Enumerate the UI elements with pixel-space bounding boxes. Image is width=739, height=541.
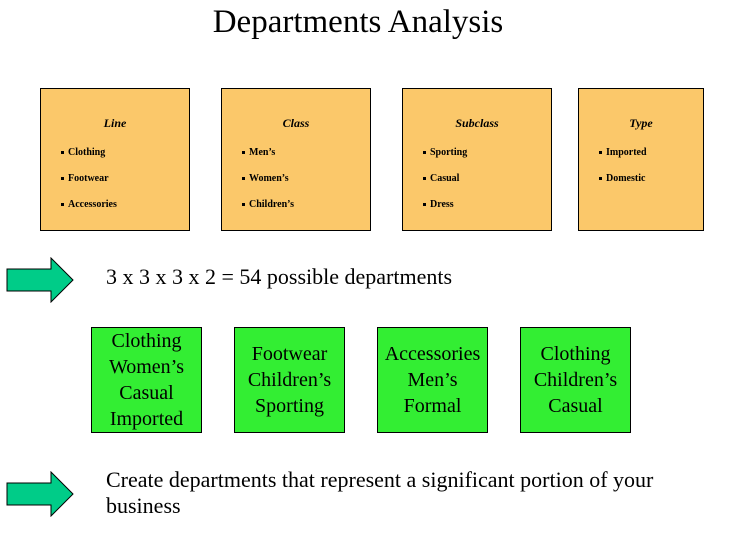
combinations-statement: 3 x 3 x 3 x 2 = 54 possible departments [106, 264, 453, 289]
department-line: Sporting [255, 395, 324, 417]
card-heading: Class [282, 116, 310, 130]
card-item: Women’s [242, 173, 294, 199]
department-line: Imported [109, 408, 184, 430]
card-items: Clothing Footwear Accessories [61, 147, 117, 225]
bullet-icon [242, 203, 245, 207]
card-items: Imported Domestic [599, 147, 647, 199]
card-item: Accessories [61, 199, 117, 225]
department-box: Footwear Children’s Sporting [234, 327, 345, 433]
department-box: Clothing Children’s Casual [520, 327, 631, 433]
department-line: Children’s [247, 369, 332, 391]
attribute-card-subclass: Subclass Sporting Casual Dress [402, 88, 552, 231]
card-item: Clothing [61, 147, 117, 173]
department-line: Footwear [251, 343, 328, 365]
bullet-icon [61, 177, 64, 181]
department-line: Casual [119, 382, 174, 404]
card-items: Sporting Casual Dress [423, 147, 467, 225]
department-box: Accessories Men’s Formal [377, 327, 488, 433]
bullet-icon [599, 177, 602, 181]
card-item: Casual [423, 173, 467, 199]
bullet-icon [242, 177, 245, 181]
department-line: Clothing [540, 343, 611, 365]
department-line: Children’s [533, 369, 618, 391]
bullet-icon [423, 151, 426, 155]
department-line: Accessories [384, 343, 481, 365]
card-item: Children’s [242, 199, 294, 225]
bullet-icon [61, 203, 64, 207]
card-items: Men’s Women’s Children’s [242, 147, 294, 225]
department-line: Clothing [111, 330, 182, 352]
card-heading: Subclass [455, 116, 499, 130]
card-item: Imported [599, 147, 647, 173]
attribute-card-class: Class Men’s Women’s Children’s [221, 88, 371, 231]
arrow-right-icon [6, 471, 74, 517]
bullet-icon [423, 177, 426, 181]
card-item: Sporting [423, 147, 467, 173]
card-heading: Line [103, 116, 127, 130]
arrow-right-icon [6, 257, 74, 303]
department-line: Casual [548, 395, 603, 417]
card-heading: Type [629, 116, 653, 130]
conclusion-statement: Create departments that represent a sign… [106, 467, 654, 518]
card-item: Footwear [61, 173, 117, 199]
card-item: Domestic [599, 173, 647, 199]
card-item: Men’s [242, 147, 294, 173]
bullet-icon [242, 151, 245, 155]
department-box: Clothing Women’s Casual Imported [91, 327, 202, 433]
attribute-card-line: Line Clothing Footwear Accessories [40, 88, 190, 231]
bullet-icon [423, 203, 426, 207]
attribute-card-type: Type Imported Domestic [578, 88, 704, 231]
department-line: Formal [403, 395, 462, 417]
page-title: Departments Analysis [212, 4, 504, 40]
bullet-icon [61, 151, 64, 155]
bullet-icon [599, 151, 602, 155]
department-line: Women’s [108, 356, 185, 378]
card-item: Dress [423, 199, 467, 225]
department-line: Men’s [407, 369, 458, 391]
